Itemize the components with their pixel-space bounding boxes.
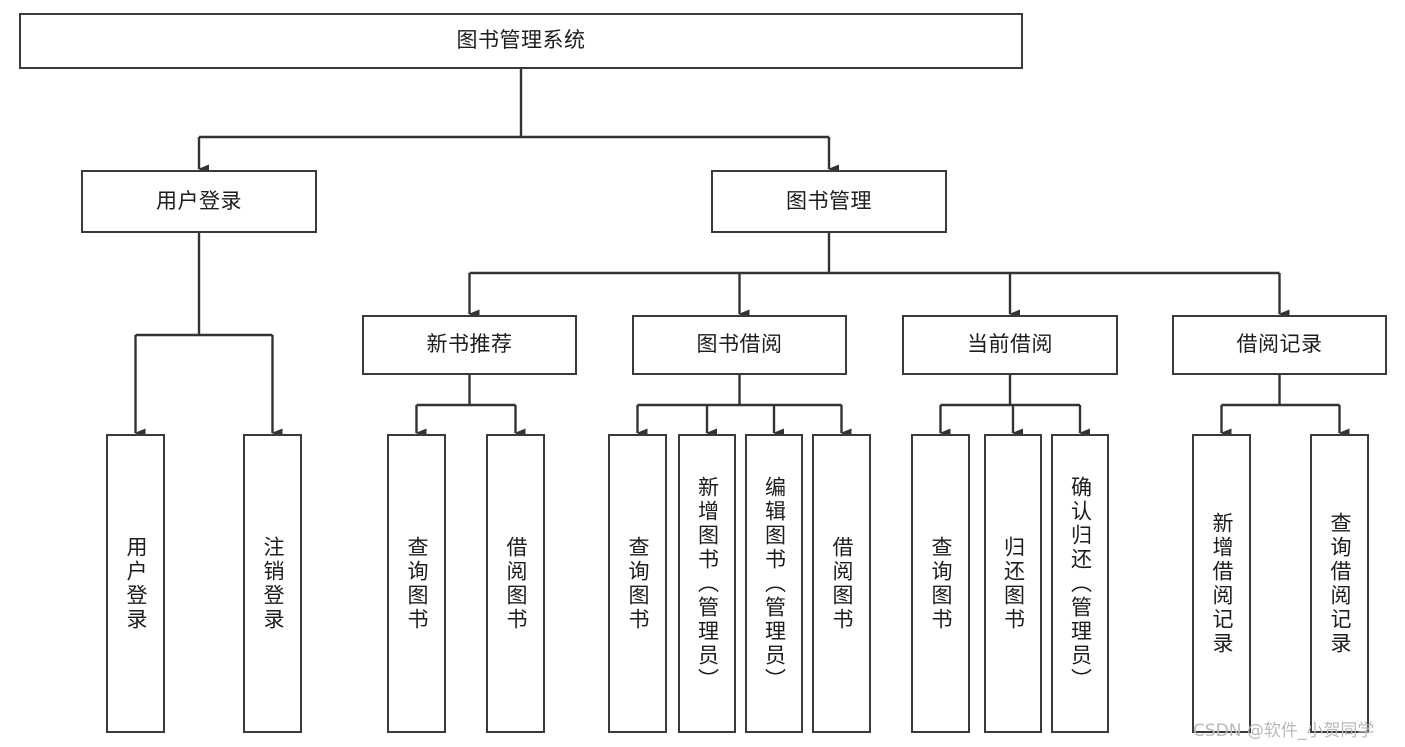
node-label: 注销登录: [261, 535, 285, 632]
node-label: 查询图书: [929, 535, 953, 632]
node-label: 查询图书: [626, 535, 650, 632]
node-label: 图书借阅: [696, 332, 783, 357]
node-label: 用户登录: [124, 535, 148, 632]
node-label: 查询借阅记录: [1328, 511, 1352, 656]
node-records[interactable]: 借阅记录: [1172, 315, 1387, 375]
node-leaf-7[interactable]: 编辑图书（管理员）: [745, 434, 803, 733]
node-label: 新书推荐: [426, 332, 513, 357]
node-leaf-10[interactable]: 归还图书: [984, 434, 1042, 733]
node-leaf-11[interactable]: 确认归还（管理员）: [1051, 434, 1109, 733]
node-leaf-8[interactable]: 借阅图书: [812, 434, 871, 733]
node-label: 新增借阅记录: [1210, 511, 1234, 656]
node-label: 确认归还（管理员）: [1068, 475, 1093, 692]
connector-lines: [134, 69, 1350, 438]
node-borrow[interactable]: 图书借阅: [632, 315, 847, 375]
node-leaf-3[interactable]: 查询图书: [387, 434, 446, 733]
node-label: 图书管理: [786, 188, 872, 213]
node-label: 编辑图书（管理员）: [762, 475, 787, 692]
node-leaf-4[interactable]: 借阅图书: [486, 434, 545, 733]
node-leaf-12[interactable]: 新增借阅记录: [1192, 434, 1251, 733]
node-label: 用户登录: [156, 188, 242, 213]
node-leaf-2[interactable]: 注销登录: [243, 434, 302, 733]
node-current[interactable]: 当前借阅: [902, 315, 1118, 375]
node-bookmgmt[interactable]: 图书管理: [711, 170, 947, 233]
node-root[interactable]: 图书管理系统: [19, 13, 1023, 69]
node-leaf-5[interactable]: 查询图书: [608, 434, 667, 733]
node-leaf-13[interactable]: 查询借阅记录: [1310, 434, 1369, 733]
node-label: 借阅图书: [504, 535, 528, 632]
node-leaf-1[interactable]: 用户登录: [106, 434, 165, 733]
node-label: 借阅记录: [1236, 332, 1323, 357]
node-label: 查询图书: [405, 535, 429, 632]
node-label: 当前借阅: [967, 332, 1053, 357]
node-newbook[interactable]: 新书推荐: [362, 315, 577, 375]
node-label: 图书管理系统: [456, 28, 586, 53]
node-login[interactable]: 用户登录: [81, 170, 317, 233]
node-label: 归还图书: [1001, 535, 1026, 632]
node-label: 借阅图书: [830, 535, 854, 632]
node-leaf-6[interactable]: 新增图书（管理员）: [678, 434, 736, 733]
node-label: 新增图书（管理员）: [695, 475, 720, 692]
node-leaf-9[interactable]: 查询图书: [911, 434, 970, 733]
